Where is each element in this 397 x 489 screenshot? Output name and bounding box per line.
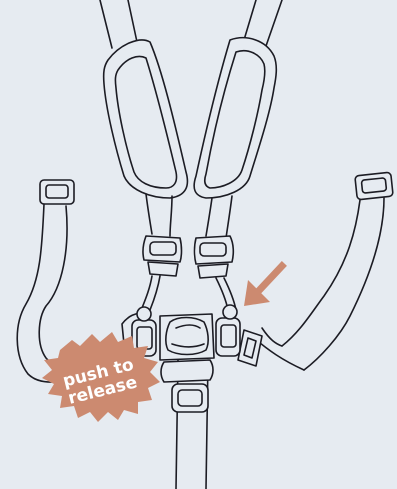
right-shoulder-strap bbox=[193, 0, 283, 239]
crotch-strap bbox=[160, 359, 214, 489]
arrow-down-left-icon bbox=[244, 261, 287, 306]
push-to-release-callout: push to release bbox=[42, 332, 160, 422]
right-shoulder-buckle bbox=[193, 235, 237, 311]
callout-burst-shape bbox=[42, 332, 160, 422]
left-shoulder-buckle bbox=[141, 235, 183, 311]
central-buckle bbox=[121, 304, 241, 361]
left-shoulder-strap bbox=[99, 0, 189, 237]
right-waist-strap bbox=[237, 171, 394, 371]
